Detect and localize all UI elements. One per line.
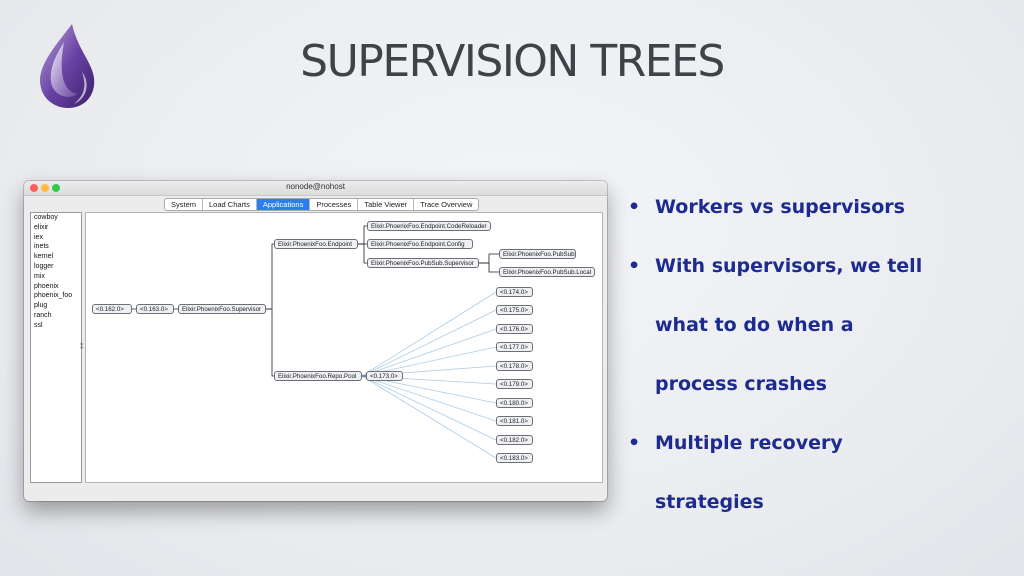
tree-node-pubsub[interactable]: Elixir.PhoenixFoo.PubSub: [499, 249, 576, 259]
worker-link-2: [361, 328, 497, 377]
tree-link-8: [479, 262, 499, 273]
observer-window: nonode@nohost System Load Charts Applica…: [24, 181, 607, 501]
tab-system[interactable]: System: [165, 199, 204, 210]
tree-node-w181[interactable]: <0.181.0>: [496, 416, 533, 426]
tree-node-repopool[interactable]: Elixir.PhoenixFoo.Repo.Pool: [274, 371, 362, 381]
bullet-continuation: strategies: [655, 491, 764, 513]
tree-node-pubsubsup[interactable]: Elixir.PhoenixFoo.PubSub.Supervisor: [367, 258, 479, 268]
tab-trace-overview[interactable]: Trace Overview: [420, 200, 473, 209]
worker-link-9: [361, 375, 497, 459]
bullet-continuation: what to do when a: [655, 314, 854, 336]
bullet-item: With supervisors, we tell: [628, 237, 998, 296]
tree-link-3: [266, 308, 274, 377]
tree-node-config[interactable]: Elixir.PhoenixFoo.Endpoint.Config: [367, 239, 473, 249]
list-item-elixir[interactable]: elixir: [34, 223, 49, 231]
list-item-phoenix-foo[interactable]: phoenix_foo: [34, 292, 73, 300]
window-title: nonode@nohost: [286, 182, 345, 191]
tab-table-viewer[interactable]: Table Viewer: [358, 199, 415, 210]
application-list[interactable]: cowboy elixir iex inets kernel logger mi…: [30, 212, 82, 483]
tree-node-w176[interactable]: <0.176.0>: [496, 324, 533, 334]
list-item-ranch[interactable]: ranch: [34, 311, 52, 319]
list-item-kernel[interactable]: kernel: [34, 253, 54, 261]
close-window-button[interactable]: [30, 184, 38, 192]
tab-processes[interactable]: Processes: [310, 199, 359, 210]
bullet-continuation: process crashes: [655, 373, 827, 395]
tree-node-w180[interactable]: <0.180.0>: [496, 398, 533, 408]
tab-applications[interactable]: Applications: [256, 199, 311, 210]
worker-link-1: [361, 309, 497, 377]
tree-node-pubsublocal[interactable]: Elixir.PhoenixFoo.PubSub.Local: [499, 267, 595, 277]
tree-link-2: [266, 243, 274, 310]
worker-link-7: [361, 375, 497, 422]
minimize-window-button[interactable]: [41, 184, 49, 192]
list-item-cowboy[interactable]: cowboy: [34, 214, 58, 221]
list-item-plug[interactable]: plug: [34, 302, 48, 310]
slide-title: SUPERVISION TREES: [300, 36, 725, 87]
bullet-list: Workers vs supervisors With supervisors,…: [628, 178, 998, 532]
elixir-logo-icon: [40, 24, 95, 108]
tree-node-w178[interactable]: <0.178.0>: [496, 361, 533, 371]
bullet-item: Workers vs supervisors: [628, 178, 998, 237]
list-item-iex[interactable]: iex: [34, 233, 43, 241]
tree-node-sup[interactable]: Elixir.PhoenixFoo.Supervisor: [178, 304, 266, 314]
tree-link-4: [358, 225, 367, 245]
bullet-item: Multiple recovery: [628, 414, 998, 473]
tree-node-w177[interactable]: <0.177.0>: [496, 342, 533, 352]
list-item-phoenix[interactable]: phoenix: [34, 282, 59, 290]
supervision-tree-canvas[interactable]: <0.162.0> <0.163.0> Elixir.PhoenixFoo.Supe…: [85, 212, 603, 483]
tree-node-p163[interactable]: <0.163.0>: [136, 304, 174, 314]
worker-link-0: [361, 291, 497, 377]
tree-link-7: [479, 253, 499, 264]
maximize-window-button[interactable]: [52, 184, 60, 192]
tree-node-w179[interactable]: <0.179.0>: [496, 379, 533, 389]
splitter-handle[interactable]: ⁑: [80, 344, 84, 351]
tree-node-w175[interactable]: <0.175.0>: [496, 305, 533, 315]
tree-link-6: [358, 243, 367, 264]
tree-node-reloader[interactable]: Elixir.PhoenixFoo.Endpoint.CodeReloader: [367, 221, 491, 231]
list-item-ssl[interactable]: ssl: [34, 321, 43, 329]
list-item-mix[interactable]: mix: [34, 272, 45, 280]
worker-link-8: [361, 375, 497, 441]
tab-load-charts[interactable]: Load Charts: [203, 199, 257, 210]
tree-node-p162[interactable]: <0.162.0>: [92, 304, 132, 314]
tree-node-w183[interactable]: <0.183.0>: [496, 453, 533, 463]
tree-node-endpoint[interactable]: Elixir.PhoenixFoo.Endpoint: [274, 239, 358, 249]
tab-bar: System Load Charts Applications Processe…: [164, 198, 480, 211]
tree-node-w174[interactable]: <0.174.0>: [496, 287, 533, 297]
tree-node-w182[interactable]: <0.182.0>: [496, 435, 533, 445]
list-item-logger[interactable]: logger: [34, 262, 54, 270]
window-titlebar[interactable]: nonode@nohost: [24, 181, 607, 196]
list-item-inets[interactable]: inets: [34, 243, 49, 251]
tree-node-p173[interactable]: <0.173.0>: [366, 371, 403, 381]
